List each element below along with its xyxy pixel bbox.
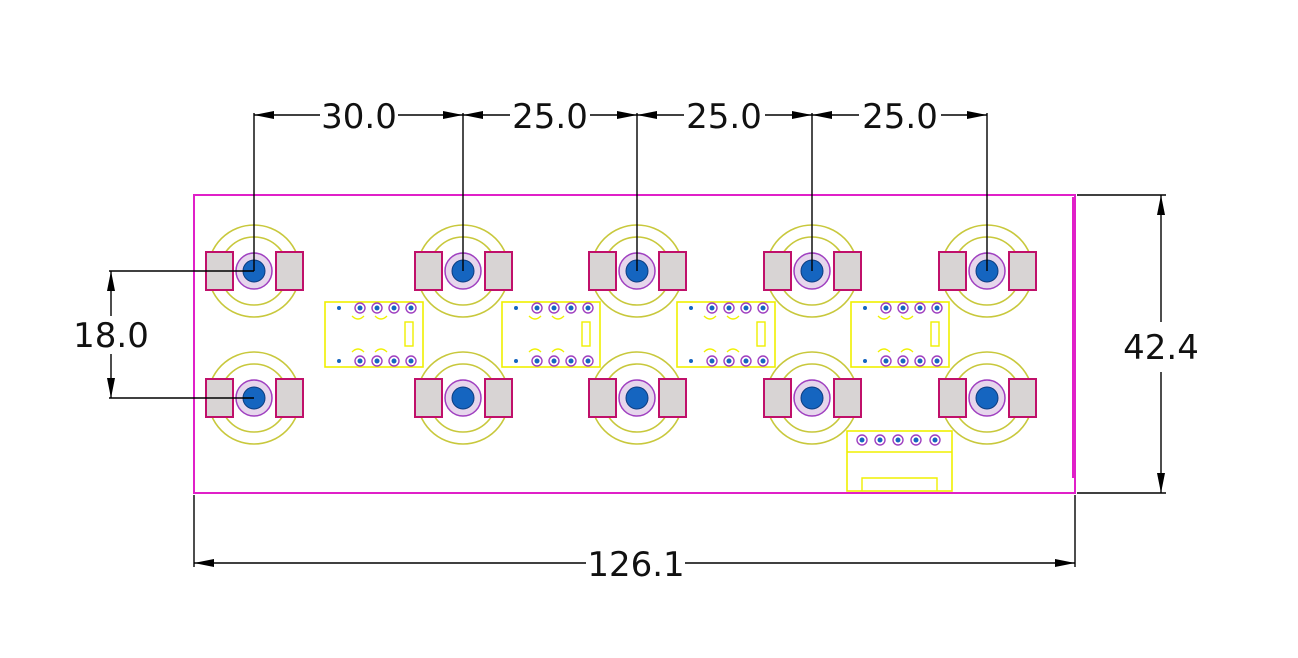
led-2 bbox=[414, 224, 513, 318]
ic-4 bbox=[850, 301, 950, 368]
board-outline bbox=[193, 194, 1076, 494]
led-footprints bbox=[205, 224, 1037, 445]
right-dimension: 42.4 bbox=[1077, 194, 1199, 494]
dimension-top-2: 25.0 bbox=[512, 97, 588, 137]
led-10 bbox=[938, 351, 1037, 445]
ic-2 bbox=[501, 301, 601, 368]
ic-footprints bbox=[324, 301, 950, 368]
bottom-dimension: 126.1 bbox=[193, 495, 1076, 585]
dimension-left: 18.0 bbox=[73, 316, 149, 356]
dimension-top-1: 30.0 bbox=[321, 97, 397, 137]
dimension-right: 42.4 bbox=[1123, 328, 1199, 368]
connector-footprint bbox=[846, 430, 953, 492]
led-7 bbox=[414, 351, 513, 445]
dimension-top-4: 25.0 bbox=[862, 97, 938, 137]
led-9 bbox=[763, 351, 862, 445]
led-8 bbox=[588, 351, 687, 445]
top-dimensions: 30.0 25.0 25.0 25.0 bbox=[253, 97, 988, 271]
ic-3 bbox=[676, 301, 776, 368]
dimension-bottom: 126.1 bbox=[587, 545, 684, 585]
left-dimension: 18.0 bbox=[73, 270, 254, 399]
led-4 bbox=[763, 224, 862, 318]
ic-1 bbox=[324, 301, 424, 368]
dimension-top-3: 25.0 bbox=[686, 97, 762, 137]
